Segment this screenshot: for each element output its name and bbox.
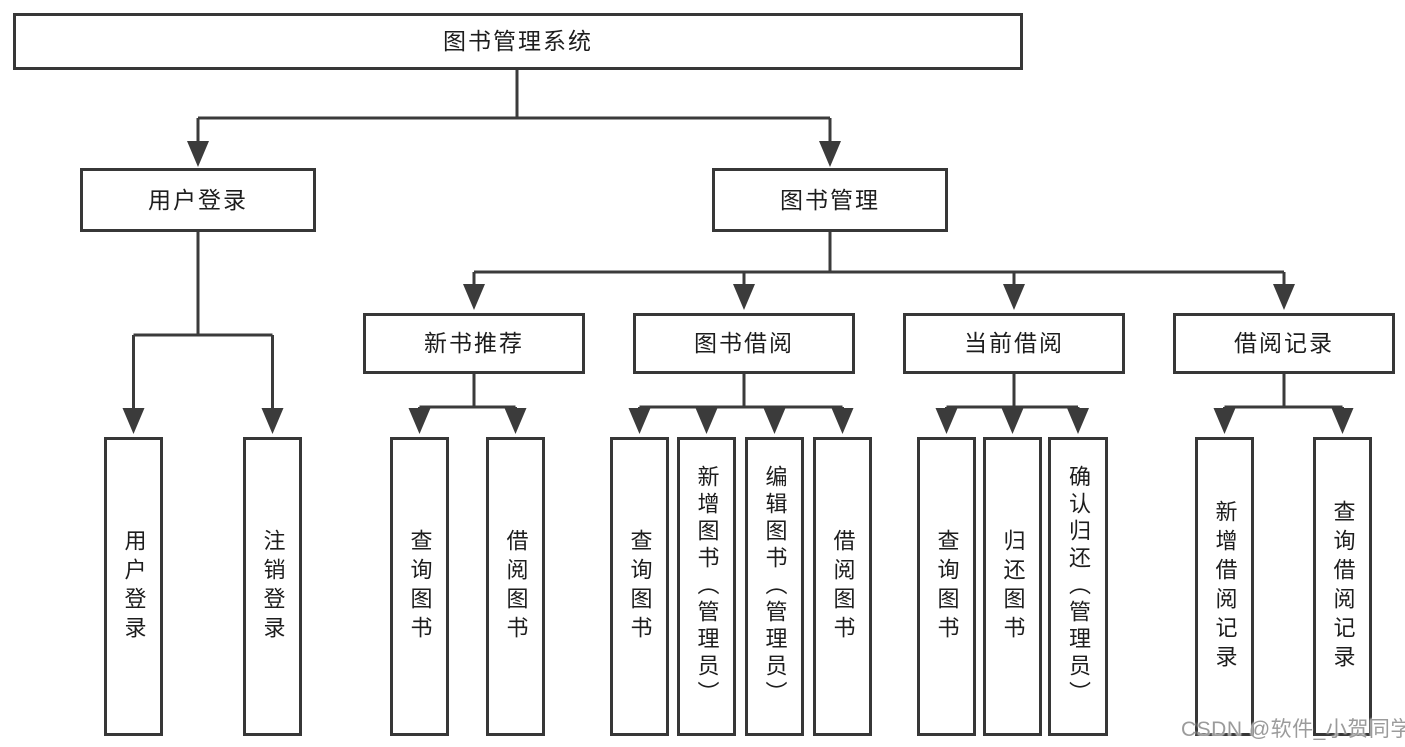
connector-current-borrow-to-leaves <box>945 373 1080 414</box>
leaf-current-confirm-return-admin: 确认归还（管理员） <box>1048 437 1108 736</box>
node-root-library-system: 图书管理系统 <box>13 13 1023 70</box>
node-borrow-record: 借阅记录 <box>1173 313 1395 374</box>
leaf-logout-login: 注销登录 <box>243 437 302 736</box>
leaf-borrow-edit-book-admin: 编辑图书（管理员） <box>745 437 804 736</box>
connector-borrow-record-to-leaves <box>1223 373 1344 414</box>
csdn-watermark: CSDN @软件_小贺同学 <box>1181 718 1405 741</box>
node-book-borrow: 图书借阅 <box>633 313 855 374</box>
leaf-borrow-borrow-book: 借阅图书 <box>813 437 872 736</box>
arrowhead-icons <box>122 141 1354 434</box>
node-current-borrow: 当前借阅 <box>903 313 1125 374</box>
leaf-current-return-book: 归还图书 <box>983 437 1042 736</box>
node-new-book-recommend: 新书推荐 <box>363 313 585 374</box>
leaf-record-add-borrow-record: 新增借阅记录 <box>1195 437 1254 736</box>
connector-user-login-to-leaves <box>132 232 274 414</box>
node-book-management: 图书管理 <box>712 168 948 232</box>
leaf-record-query-borrow-record: 查询借阅记录 <box>1313 437 1372 736</box>
connector-new-book-recommend-to-leaves <box>418 373 517 414</box>
connector-root-to-level1 <box>196 70 832 147</box>
leaf-borrow-query-book: 查询图书 <box>610 437 669 736</box>
leaf-recommend-borrow-book: 借阅图书 <box>486 437 545 736</box>
leaf-recommend-query-book: 查询图书 <box>390 437 449 736</box>
leaf-current-query-book: 查询图书 <box>917 437 976 736</box>
connector-book-borrow-to-leaves <box>638 373 844 414</box>
connector-book-management-to-groups <box>472 232 1286 288</box>
node-user-login: 用户登录 <box>80 168 316 232</box>
leaf-borrow-add-book-admin: 新增图书（管理员） <box>677 437 736 736</box>
leaf-user-login: 用户登录 <box>104 437 163 736</box>
